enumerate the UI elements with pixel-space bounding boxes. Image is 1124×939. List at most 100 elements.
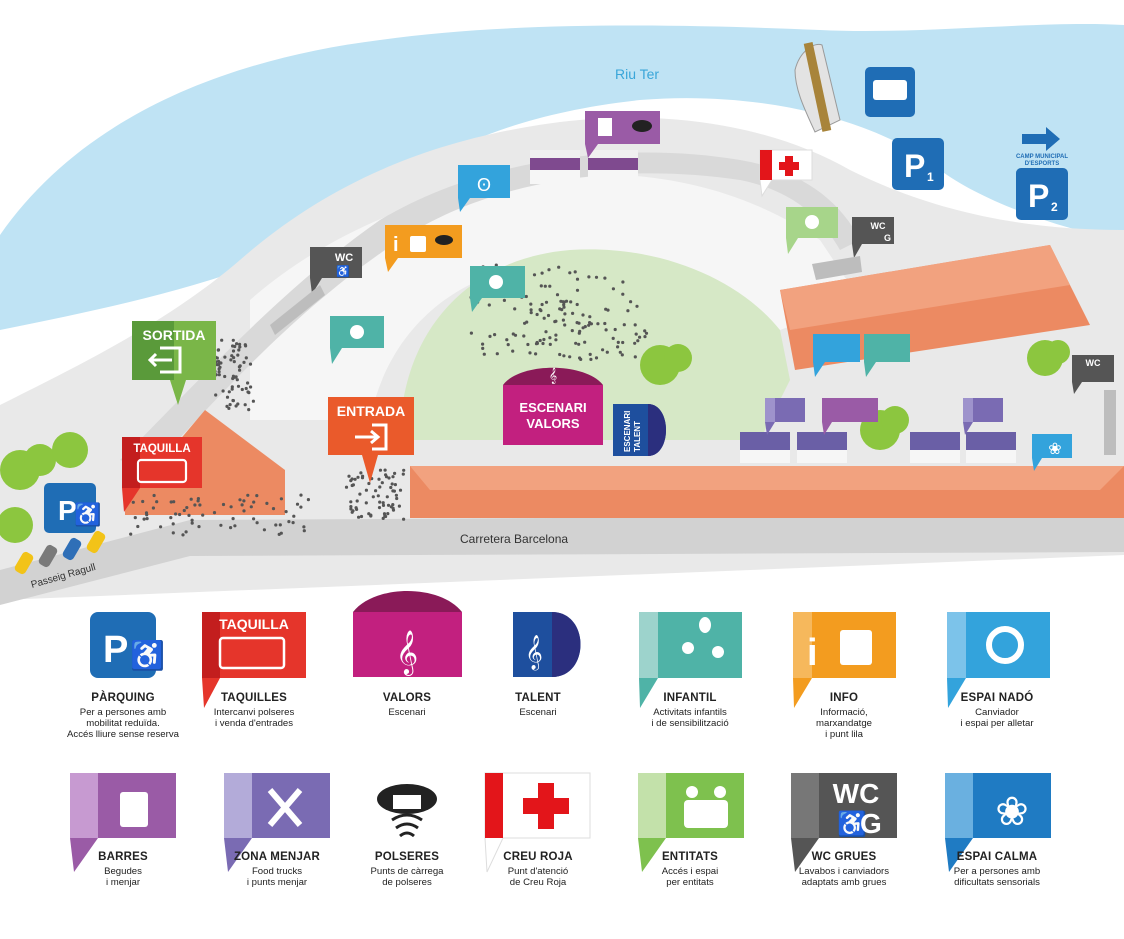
crowd-person — [381, 501, 385, 505]
legend-title: VALORS — [382, 692, 432, 704]
legend-desc: Informació, marxandatge i punt lila — [816, 707, 872, 740]
legend-icon-polseres — [377, 784, 437, 838]
crowd-person — [287, 520, 291, 524]
crowd-person — [633, 355, 637, 359]
map-sign-info[interactable]: i — [385, 225, 462, 272]
crowd-person — [633, 323, 637, 327]
ticket-office-sign[interactable]: TAQUILLA — [122, 437, 202, 512]
entry-sign[interactable]: ENTRADA — [328, 397, 414, 483]
map-sign-infantil-2[interactable] — [330, 316, 384, 364]
map-sign-entitats[interactable] — [786, 207, 838, 254]
crowd-person — [302, 525, 306, 529]
crowd-person — [357, 515, 361, 519]
parking-icon: P — [58, 495, 77, 526]
camper-icon — [873, 80, 907, 100]
parked-cars — [14, 530, 106, 575]
legend-icon-barres — [70, 773, 176, 872]
crowd-person — [371, 495, 375, 499]
exit-sign[interactable]: SORTIDA — [132, 321, 216, 405]
market-stalls — [530, 150, 1016, 463]
crowd-person — [171, 531, 175, 535]
crowd-person — [505, 338, 509, 342]
legend-infantil: INFANTIL Activitats infantils i de sensi… — [615, 692, 765, 729]
wc-grues-label: WC — [871, 221, 886, 231]
camp-label-1: CAMP MUNICIPAL — [1016, 154, 1068, 160]
map-sign-infantil-3[interactable] — [864, 334, 910, 377]
crowd-person — [217, 367, 221, 371]
accessible-parking-sign[interactable]: P ♿ — [44, 483, 101, 533]
map-sign-barres-2[interactable] — [822, 398, 878, 435]
map-sign-menjar-2[interactable] — [963, 398, 1003, 435]
sports-ground-direction[interactable]: CAMP MUNICIPAL D'ESPORTS — [1016, 127, 1068, 167]
crowd-person — [633, 341, 637, 345]
crowd-person — [522, 334, 526, 338]
map-sign-creu-roja[interactable] — [759, 149, 813, 198]
crowd-person — [577, 342, 581, 346]
parking-1-letter: P — [904, 148, 925, 184]
crowd-person — [469, 331, 473, 335]
crowd-person — [234, 404, 238, 408]
crowd-person — [274, 523, 278, 527]
map-sign-nado[interactable]: ʘ — [458, 165, 510, 212]
crowd-person — [575, 302, 579, 307]
crowd-person — [246, 493, 250, 497]
crowd-person — [151, 506, 155, 510]
crowd-person — [231, 376, 235, 381]
crowd-person — [231, 349, 236, 353]
crowd-person — [219, 523, 223, 527]
crowd-person — [344, 485, 349, 489]
crowd-person — [359, 471, 363, 475]
crowd-person — [538, 338, 542, 343]
map-sign-wc-grues[interactable]: WCG — [852, 217, 894, 258]
crowd-person — [542, 316, 546, 320]
crowd-person — [629, 300, 633, 304]
crowd-person — [570, 329, 574, 333]
crowd-person — [349, 500, 353, 504]
map-sign-nado-2[interactable] — [813, 334, 860, 377]
map-sign-calma[interactable]: ❀ — [1032, 434, 1072, 471]
crowd-person — [385, 495, 389, 499]
legend-title: ESPAI CALMA — [956, 851, 1038, 863]
crowd-person — [251, 399, 255, 403]
crowd-person — [376, 494, 380, 498]
map-sign-wc[interactable]: WC♿ — [310, 247, 362, 294]
crowd-person — [238, 364, 242, 368]
stage-talent[interactable]: ESCENARI TALENT — [613, 404, 666, 456]
legend-nado: ESPAI NADÓ Canviador i espai per alletar — [922, 692, 1072, 729]
map-sign-barres-polseres[interactable] — [585, 111, 660, 158]
stage-valors[interactable]: ESCENARI VALORS 𝄞 — [503, 367, 603, 445]
map-sign-menjar-1[interactable] — [765, 398, 805, 435]
legend-title: ESPAI NADÓ — [960, 692, 1034, 704]
legend-icon-taquilles: TAQUILLA — [202, 612, 306, 708]
crowd-person — [302, 529, 306, 533]
map-sign-wc-right[interactable]: WC — [1072, 355, 1114, 394]
crowd-person — [249, 505, 253, 509]
crowd-person — [190, 521, 194, 525]
crowd-person — [178, 512, 182, 517]
crowd-person — [351, 509, 355, 513]
legend-icon-entitats — [638, 773, 744, 872]
crowd-person — [502, 298, 506, 302]
crowd-person — [235, 342, 239, 346]
crowd-person — [621, 340, 625, 345]
parking-2-sign[interactable]: P 2 — [1016, 168, 1068, 220]
camper-sign[interactable] — [865, 67, 915, 117]
legend-creu: CREU ROJA Punt d'atenció de Creu Roja — [463, 851, 613, 888]
crowd-person — [284, 510, 288, 514]
parking-icon-legend: P — [103, 629, 128, 671]
lotus-icon: ❀ — [1048, 441, 1061, 458]
legend-icon-info: i — [793, 612, 896, 708]
crowd-person — [390, 482, 394, 486]
hands-icon — [805, 215, 819, 229]
map-sign-infantil-1[interactable] — [470, 266, 525, 312]
crowd-person — [378, 468, 383, 472]
crowd-person — [495, 352, 499, 356]
crowd-person — [568, 271, 572, 275]
crowd-person — [389, 505, 393, 509]
crowd-person — [540, 271, 544, 275]
road-label: Carretera Barcelona — [460, 532, 568, 546]
crowd-person — [233, 344, 237, 349]
crowd-person — [271, 507, 276, 511]
parking-1-sign[interactable]: P 1 — [892, 138, 944, 190]
crowd-person — [247, 391, 251, 395]
